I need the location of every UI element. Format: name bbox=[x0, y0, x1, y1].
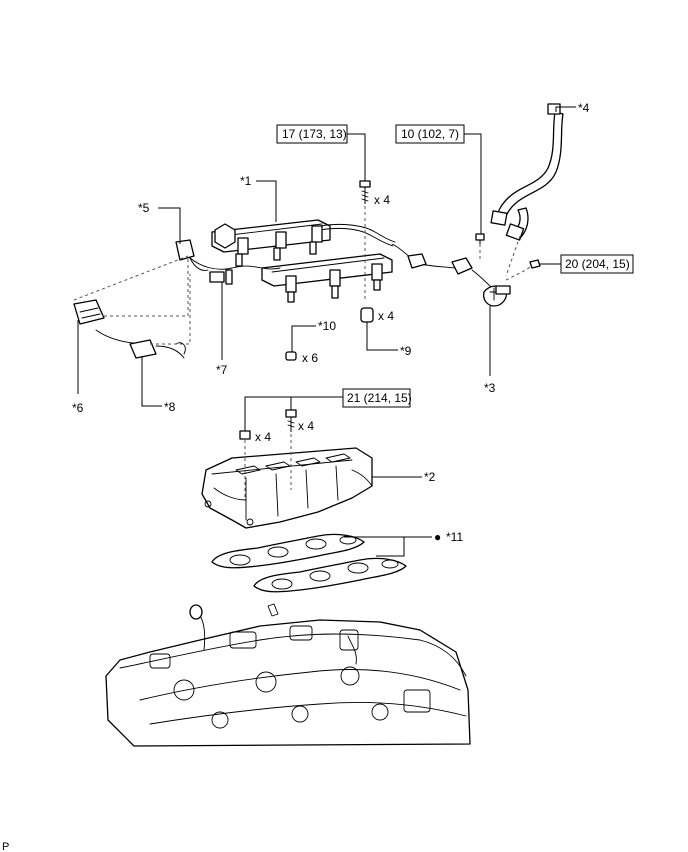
non-reusable-mark: ● bbox=[434, 530, 441, 544]
callout-11: *11 bbox=[446, 530, 463, 544]
torque-spec-21: 21 (214, 15) bbox=[342, 388, 412, 408]
fuel-delivery-pipe-assembly bbox=[189, 219, 493, 303]
intake-manifold-gasket-upper bbox=[211, 533, 365, 569]
torque-spec-17: 17 (173, 13) bbox=[276, 124, 348, 144]
alignment-lines bbox=[73, 206, 533, 500]
callout-2: *2 bbox=[424, 470, 436, 484]
quantity-bolt-21: x 4 bbox=[298, 419, 314, 433]
callout-8: *8 bbox=[164, 400, 176, 414]
small-bolt-upper bbox=[475, 233, 485, 244]
small-bolt-right bbox=[529, 259, 541, 269]
insulator-9 bbox=[360, 307, 374, 323]
callout-4: *4 bbox=[578, 101, 590, 115]
svg-text:21 (214, 15): 21 (214, 15) bbox=[347, 391, 412, 405]
callout-1: *1 bbox=[240, 174, 252, 188]
wire-harness-connector bbox=[175, 239, 209, 271]
svg-text:17 (173, 13): 17 (173, 13) bbox=[282, 127, 347, 141]
intake-manifold-gasket-lower bbox=[253, 557, 407, 593]
fuel-hose bbox=[490, 103, 564, 241]
torque-spec-10: 10 (102, 7) bbox=[395, 124, 465, 144]
manifold-bolt bbox=[285, 409, 297, 432]
injector-upper-row bbox=[214, 223, 323, 267]
connector-6 bbox=[73, 299, 151, 345]
engine-assembly bbox=[105, 603, 471, 747]
o-ring-10 bbox=[285, 351, 297, 361]
quantity-bolt-17: x 4 bbox=[374, 193, 390, 207]
injector-lower-row bbox=[285, 263, 383, 303]
quantity-ring-10: x 6 bbox=[302, 351, 318, 365]
torque-spec-20: 20 (204, 15) bbox=[560, 254, 634, 274]
intake-manifold bbox=[201, 447, 373, 529]
connector-8 bbox=[129, 339, 186, 359]
callout-9: *9 bbox=[400, 344, 412, 358]
quantity-insulator-9: x 4 bbox=[378, 309, 394, 323]
fuel-pipe-clamp bbox=[482, 285, 511, 307]
quantity-nut-21: x 4 bbox=[255, 430, 271, 444]
leader-lines bbox=[77, 106, 576, 557]
callout-6: *6 bbox=[72, 401, 84, 415]
manifold-nut bbox=[239, 430, 251, 440]
bolt-17 bbox=[359, 180, 371, 204]
corner-mark: P bbox=[2, 841, 9, 852]
callout-5: *5 bbox=[138, 201, 150, 215]
svg-text:20 (204, 15): 20 (204, 15) bbox=[565, 257, 630, 271]
callout-3: *3 bbox=[484, 381, 496, 395]
svg-text:10 (102, 7): 10 (102, 7) bbox=[401, 127, 459, 141]
connector-7 bbox=[209, 269, 233, 285]
callout-7: *7 bbox=[216, 363, 228, 377]
callout-10: *10 bbox=[318, 319, 336, 333]
